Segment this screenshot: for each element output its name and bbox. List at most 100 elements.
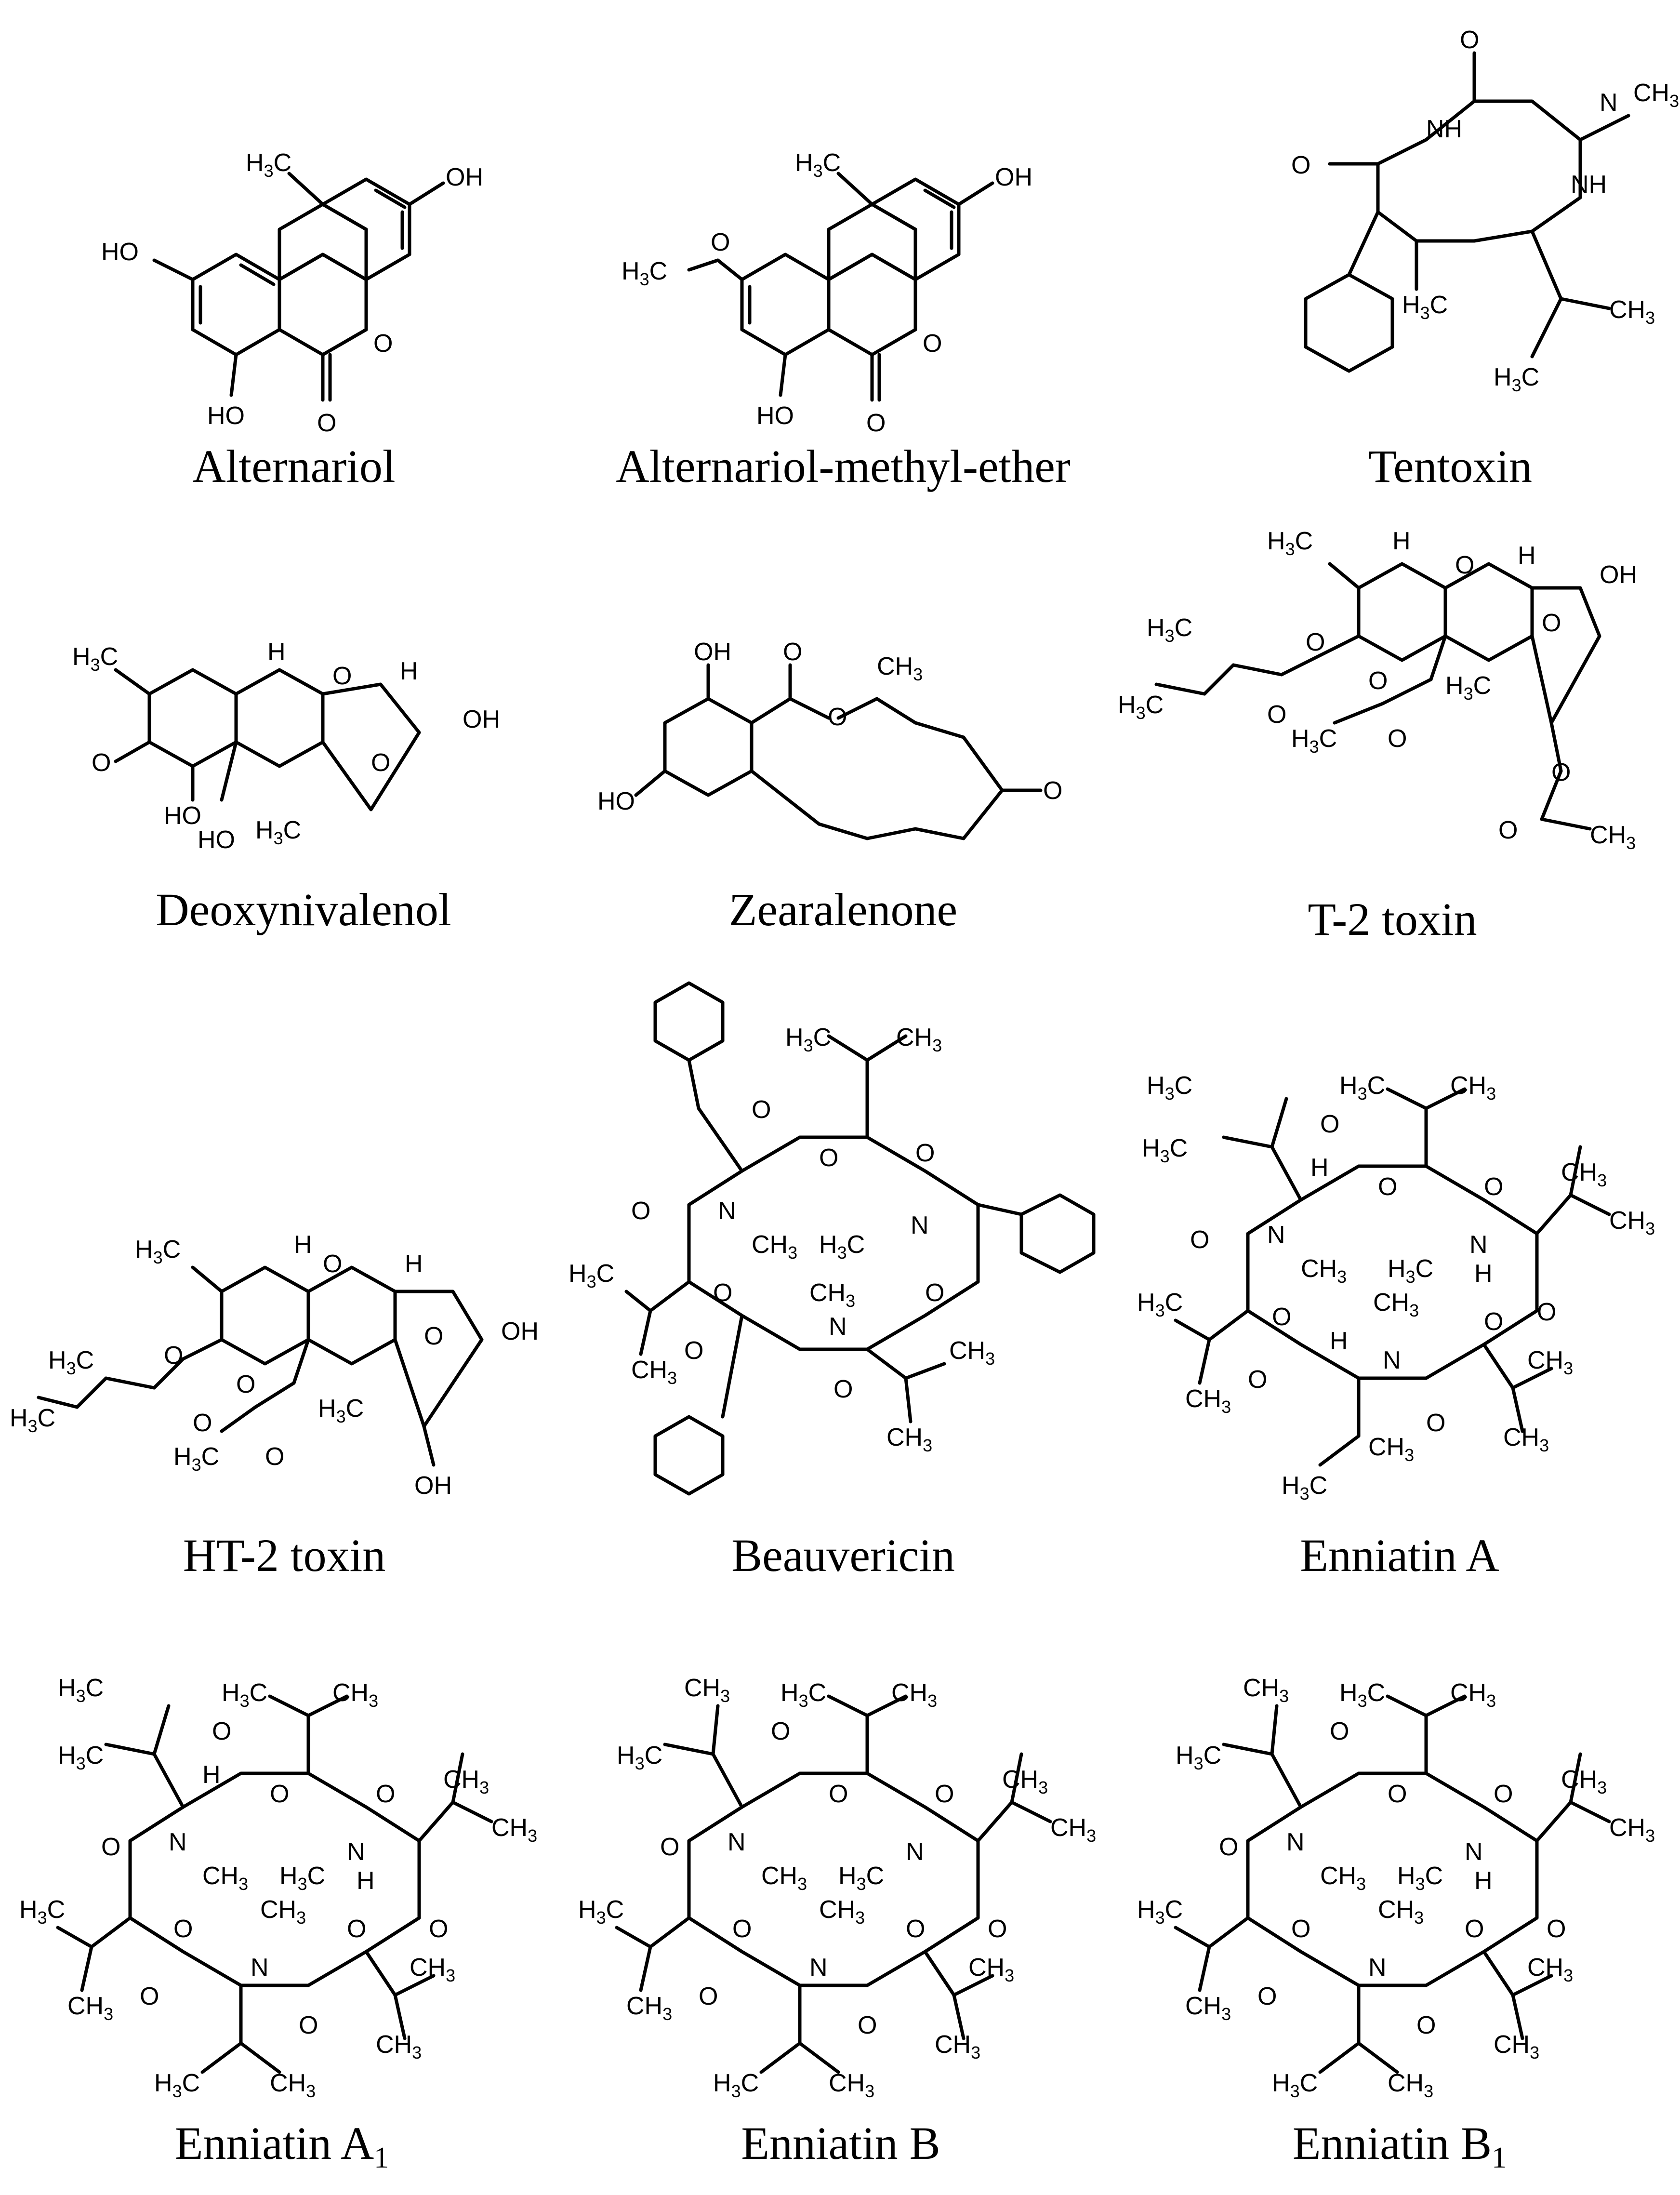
label-h: H [1474,1260,1493,1288]
label-ho: HO [207,402,245,430]
label-o: O [752,1096,771,1124]
label-ho: HO [756,402,794,430]
label-o: O [1484,1308,1503,1336]
label-ch3: CH3 [877,652,923,684]
label-h3c: H3C [1397,1862,1443,1894]
label-ch3: CH3 [1002,1766,1048,1797]
label-h3c: H3C [58,1674,104,1706]
structure-alternariol: H3C OH HO HO O O [101,149,483,437]
label-o: O [988,1915,1007,1943]
label-h3c: H3C [1142,1134,1188,1166]
label-o: O [923,330,942,358]
label-o: O [732,1915,752,1943]
label-o: O [376,1780,395,1808]
label-n: N [1286,1828,1305,1856]
label-n: N [829,1313,847,1341]
label-h3c: H3C [1339,1072,1385,1104]
label-h3c: H3C [838,1862,884,1894]
structure-zearalenone: OH O O CH3 O HO [597,638,1062,840]
compound-alternariol: H3C OH HO HO O O Alternariol [87,120,501,530]
label-ch3: CH3 [491,1814,537,1846]
label-o: O [1291,151,1310,179]
label-n: N [169,1828,187,1856]
label-o: O [1378,1173,1397,1201]
label-h3c: H3C [1282,1472,1327,1503]
label-h3c: H3C [154,2069,200,2101]
label-o: O [212,1717,231,1745]
compound-name: Beauvericin [731,1530,955,1581]
structure-beauvericin: H3C CH3 O O O O N CH3 H3C N H3C O CH3 N … [569,981,1096,1496]
label-o: O [631,1197,650,1225]
label-ch3: CH3 [1243,1674,1289,1706]
label-oh: OH [463,705,500,733]
label-o: O [660,1833,679,1861]
label-o: O [1388,1780,1407,1808]
label-o: O [1465,1915,1484,1943]
label-ch3: CH3 [1373,1289,1419,1320]
label-o: O [1498,816,1518,844]
label-o: O [1248,1366,1267,1394]
label-o: O [317,409,336,437]
label-n: N [1465,1838,1483,1866]
label-h3c: H3C [1147,614,1192,646]
label-ch3: CH3 [684,1674,730,1706]
label-o: O [270,1780,289,1808]
label-n: N [1469,1231,1488,1259]
structure-enniatin-b1: CH3 H3C CH3 O H3C O O CH3 O N CH3 H3C N … [1137,1674,1655,2101]
compound-name: Enniatin A [1300,1530,1499,1581]
label-o: O [1537,1298,1556,1326]
label-ch3: CH3 [410,1954,455,1985]
compound-name: HT-2 toxin [183,1530,386,1581]
structure-t2-toxin: H3C H O H OH O H3C H3C O O H3C O H3C O O… [1118,527,1637,853]
label-ch3: CH3 [896,1024,942,1055]
label-o: O [699,1982,718,2010]
label-ch3: CH3 [202,1862,248,1894]
label-nh: NH [1426,115,1462,143]
label-n: N [1368,1954,1387,1982]
compound-deoxynivalenol: H3C O H O H OH O HO HO H3C Deoxynivaleno… [63,626,544,964]
label-ch3: CH3 [1388,2069,1433,2101]
label-ch3: CH3 [1527,1346,1573,1378]
label-o: O [424,1322,443,1350]
label-ho: HO [164,802,201,830]
label-ch3: CH3 [1301,1255,1347,1287]
label-o: O [1219,1833,1238,1861]
label-o: O [819,1144,838,1172]
label-n: N [1267,1221,1285,1249]
label-ch3: CH3 [1320,1862,1366,1894]
label-ch3: CH3 [626,1992,672,2024]
compound-name: Alternariol-methyl-ether [616,440,1071,492]
label-oh: OH [446,163,483,191]
label-h3c: H3C [569,1260,614,1291]
label-h3c: H3C [1137,1289,1183,1320]
label-h: H [202,1761,221,1789]
label-h: H [1474,1867,1493,1895]
compound-beauvericin: H3C CH3 O O O O N CH3 H3C N H3C O CH3 N … [559,964,1127,1600]
label-o: O [1043,777,1062,805]
label-ch3: CH3 [935,2031,980,2062]
label-o: O [1388,725,1407,753]
label-ch3: CH3 [1450,1679,1496,1711]
label-ch3: CH3 [260,1896,306,1928]
compound-name: Enniatin A1 [174,2117,389,2174]
label-o: O [935,1780,954,1808]
label-oh: OH [694,638,731,666]
label-ch3: CH3 [752,1231,797,1263]
label-h3c: H3C [72,643,118,675]
label-oh: OH [501,1317,539,1345]
label-n: N [347,1838,365,1866]
compound-enniatin-b: CH3 H3C CH3 O H3C O O CH3 O N CH3 H3C N … [569,1667,1113,2188]
label-h3c: H3C [1402,291,1448,323]
label-o: O [1460,26,1479,54]
label-nh: NH [1571,171,1607,199]
label-o: O [711,228,730,256]
label-o: O [299,2011,318,2039]
label-o: O [684,1337,703,1365]
label-h3c: H3C [578,1896,624,1928]
label-h3c: H3C [622,257,667,289]
label-ch3: CH3 [1609,1207,1655,1238]
label-o: O [1267,701,1286,729]
label-ch3: CH3 [1503,1423,1549,1455]
label-n: N [728,1828,746,1856]
label-h3c: H3C [1267,527,1313,559]
